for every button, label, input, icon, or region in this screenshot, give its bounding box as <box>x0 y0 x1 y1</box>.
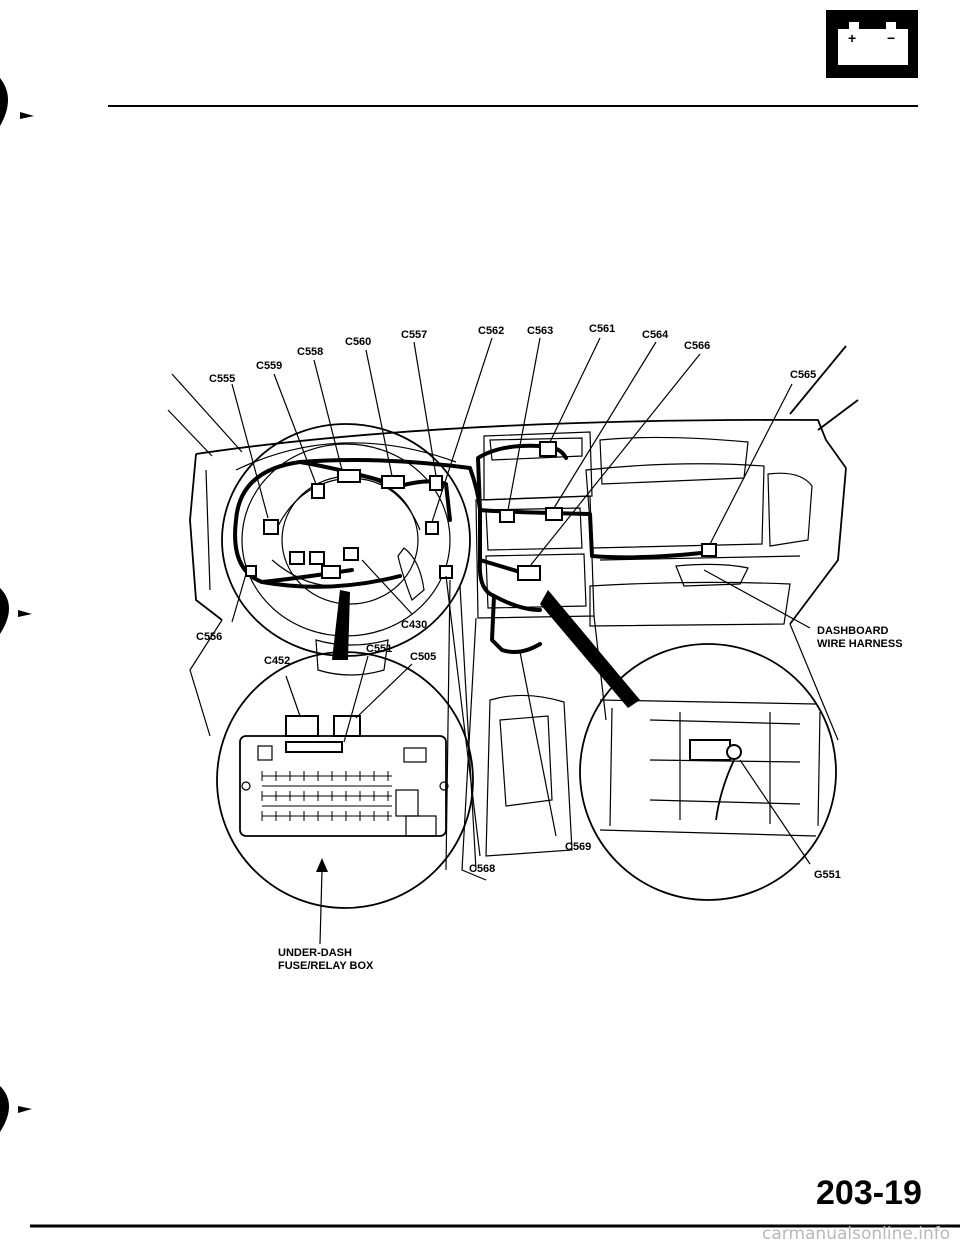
dashboard-connectors <box>245 441 717 581</box>
label-c562: C562 <box>478 325 504 337</box>
fuse-rows <box>261 771 392 821</box>
fuse-box-callout-line2: FUSE/RELAY BOX <box>278 960 374 972</box>
leader-lines <box>231 337 811 857</box>
label-c557: C557 <box>401 329 427 341</box>
label-c555: C555 <box>209 373 235 385</box>
label-c565: C565 <box>790 369 816 381</box>
dashboard-wire-harness <box>233 443 712 708</box>
dashboard-harness-callout-line1: DASHBOARD <box>817 625 889 637</box>
page-number: 203-19 <box>816 1174 922 1212</box>
label-c566: C566 <box>684 340 710 352</box>
label-g551: G551 <box>814 869 841 881</box>
label-c568: C568 <box>469 863 495 875</box>
binder-marks <box>0 78 34 1132</box>
callouts: DASHBOARD WIRE HARNESS UNDER-DASH FUSE/R… <box>278 625 903 972</box>
label-c452: C452 <box>264 655 290 667</box>
label-c569: C569 <box>565 841 591 853</box>
ground-detail <box>579 643 837 901</box>
label-c560: C560 <box>345 336 371 348</box>
battery-minus-sign: − <box>887 30 895 46</box>
battery-plus-sign: + <box>848 30 856 46</box>
label-c563: C563 <box>527 325 553 337</box>
fuse-box-callout-line1: UNDER-DASH <box>278 947 352 959</box>
label-c561: C561 <box>589 323 615 335</box>
watermark: carmanualsonline.info <box>762 1224 950 1242</box>
connector-labels: C555 C559 C558 C560 C557 C562 C563 C561 … <box>196 323 841 881</box>
label-c430: C430 <box>401 619 427 631</box>
dashboard-harness-callout-line2: WIRE HARNESS <box>817 638 903 650</box>
battery-icon: + − <box>826 10 918 78</box>
label-c564: C564 <box>642 329 669 341</box>
dashboard-outline <box>167 345 859 881</box>
label-c505: C505 <box>410 651 436 663</box>
fuse-box-detail <box>216 651 474 945</box>
label-c558: C558 <box>297 346 323 358</box>
label-c559: C559 <box>256 360 282 372</box>
steering-wheel <box>221 423 471 676</box>
label-c551: C551 <box>366 643 392 655</box>
label-c556: C556 <box>196 631 222 643</box>
